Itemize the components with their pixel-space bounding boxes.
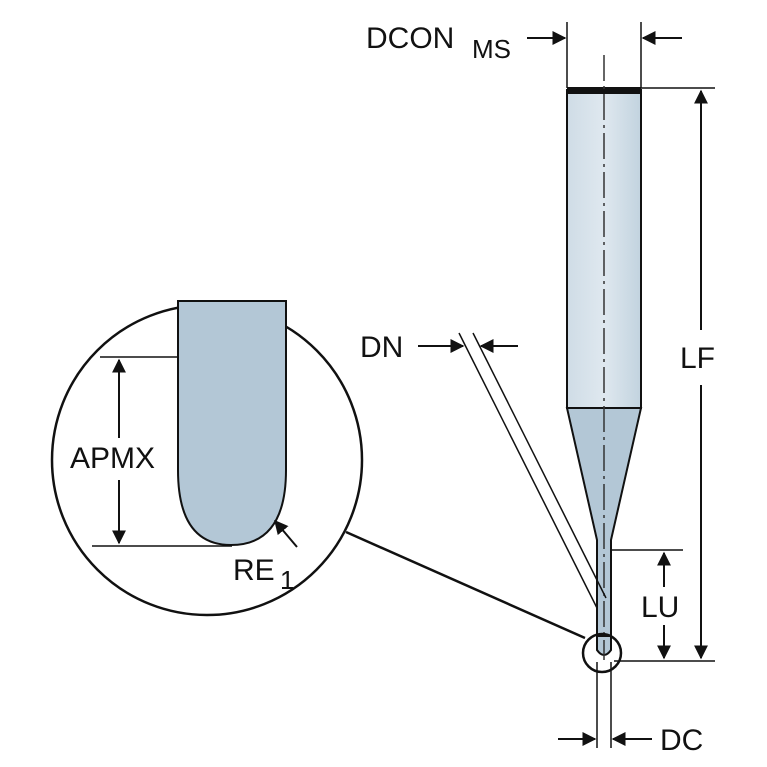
dn-label: DN	[360, 331, 403, 364]
dcon-dimension: DCON MS	[366, 22, 682, 88]
dc-dimension: DC	[558, 662, 703, 757]
lf-label: LF	[680, 342, 715, 375]
dn-dimension: DN	[360, 331, 607, 609]
callout-leader	[345, 530, 586, 640]
dn-ext-line-right	[472, 332, 607, 599]
lu-dimension: LU	[612, 549, 683, 660]
dc-label: DC	[660, 724, 703, 757]
tool-body	[565, 55, 643, 660]
detail-tip-body	[177, 300, 287, 547]
apmx-label: APMX	[70, 442, 155, 475]
re-label: RE	[233, 554, 275, 587]
re-arrow	[274, 519, 298, 548]
shank-top-edge	[567, 87, 641, 94]
dcon-subscript: MS	[472, 34, 511, 64]
re-subscript: 1	[280, 565, 294, 595]
lu-label: LU	[641, 591, 679, 624]
dn-ext-line-left	[458, 332, 598, 609]
tip-callout-circle	[581, 632, 623, 674]
lf-dimension: LF	[614, 87, 715, 662]
detail-callout: APMX RE 1	[50, 300, 623, 674]
dcon-label: DCON	[366, 22, 454, 55]
